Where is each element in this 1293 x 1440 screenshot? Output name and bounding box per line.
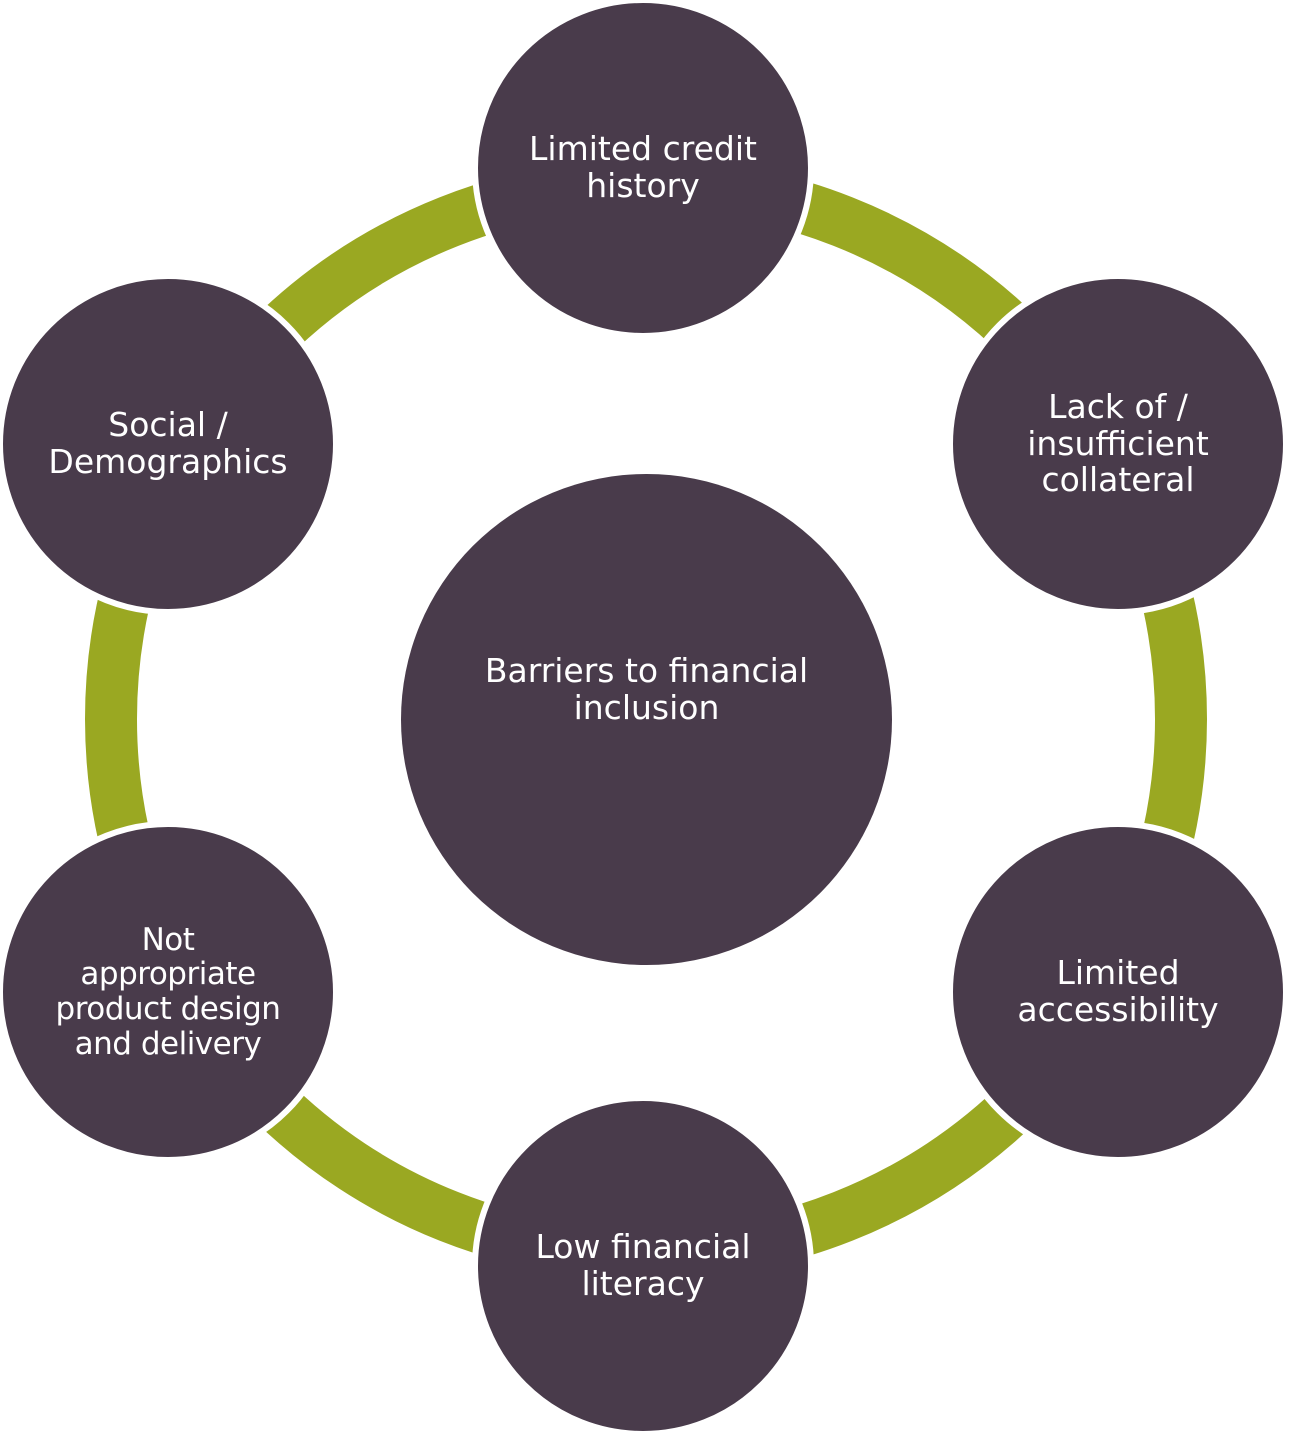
node-product-design-delivery: Not appropriate product design and deliv… <box>0 821 339 1163</box>
node-insufficient-collateral: Lack of / insufficient collateral <box>947 273 1289 615</box>
node-label: Lack of / insufficient collateral <box>1027 386 1209 500</box>
node-label: Not appropriate product design and deliv… <box>55 921 281 1062</box>
node-limited-accessibility: Limited accessibility <box>947 821 1289 1163</box>
node-limited-credit-history: Limited credit history <box>472 0 814 339</box>
node-label: Low financial literacy <box>535 1227 751 1303</box>
node-label: Social / Demographics <box>48 405 288 481</box>
node-social-demographics: Social / Demographics <box>0 273 339 615</box>
node-label: Limited accessibility <box>1017 953 1219 1029</box>
center-label: Barriers to financial inclusion <box>484 650 809 727</box>
center-node: Barriers to financial inclusion <box>401 474 892 965</box>
node-low-financial-literacy: Low financial literacy <box>472 1095 814 1437</box>
node-label: Limited credit history <box>529 129 757 205</box>
